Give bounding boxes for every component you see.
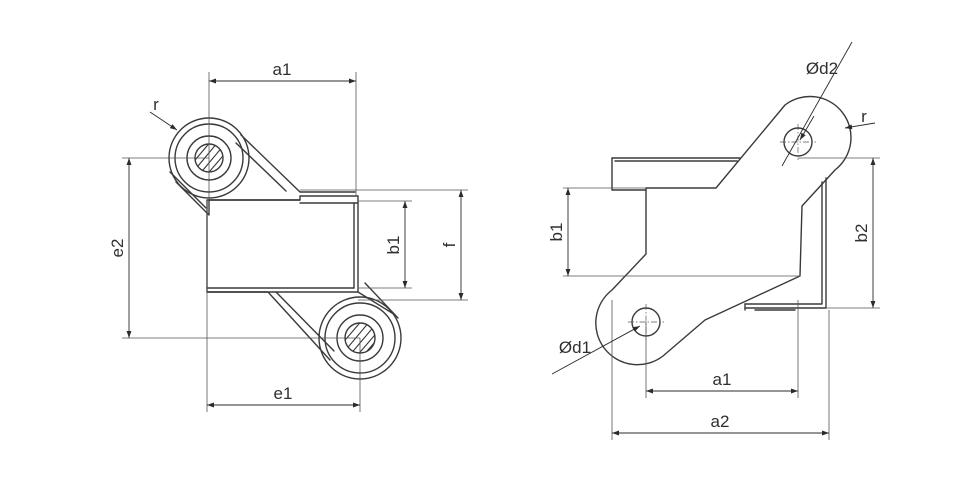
leader-d1 xyxy=(551,325,641,375)
leader-d2-arrow xyxy=(799,115,815,141)
right-link-plate xyxy=(595,95,852,366)
right-extension-lines xyxy=(563,157,880,440)
label-a2: a2 xyxy=(711,412,730,431)
attachment-block xyxy=(206,195,359,293)
label-d2: Ød2 xyxy=(806,59,838,78)
label-d1: Ød1 xyxy=(559,338,591,357)
leader-d2 xyxy=(781,41,853,167)
label-b1-right: b1 xyxy=(547,223,566,242)
right-view: Ød2 r Ød1 b1 b2 a1 a2 xyxy=(547,41,880,440)
label-a1-right: a1 xyxy=(713,370,732,389)
label-e2: e2 xyxy=(108,239,127,258)
dim-r-left-leader xyxy=(149,111,178,131)
left-view: a1 r e2 b1 f e1 xyxy=(108,60,468,412)
label-r-right: r xyxy=(861,107,867,126)
label-f: f xyxy=(440,242,459,247)
hole-d2 xyxy=(780,124,816,160)
label-e1: e1 xyxy=(274,384,293,403)
right-bracket xyxy=(611,157,827,311)
leader-r-right xyxy=(844,122,876,130)
label-a1-left: a1 xyxy=(273,60,292,79)
label-b2: b2 xyxy=(852,224,871,243)
label-r-left: r xyxy=(153,95,159,114)
left-extension-lines xyxy=(122,72,468,412)
label-b1-left: b1 xyxy=(384,236,403,255)
